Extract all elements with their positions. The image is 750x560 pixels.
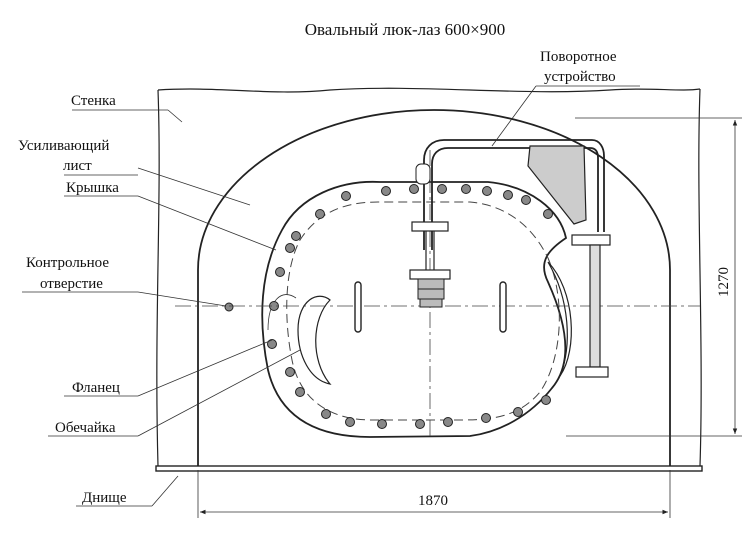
label-wall: Стенка: [71, 93, 116, 109]
flange-outline: [261, 180, 568, 438]
label-reinforcing-2: лист: [63, 158, 92, 174]
reinforcing-sheet: [197, 109, 671, 466]
label-cover: Крышка: [66, 180, 119, 196]
cover-handles: [354, 281, 507, 333]
height-dimension: [566, 117, 742, 437]
label-bottom: Днище: [82, 490, 127, 506]
label-control-2: отверстие: [40, 276, 103, 292]
bottom-plate: [155, 465, 703, 472]
label-rotary-1: Поворотное: [540, 49, 617, 65]
width-dimension: [197, 470, 671, 518]
label-shell: Обечайка: [55, 420, 116, 436]
control-hole: [224, 302, 234, 312]
rotary-device: [409, 139, 611, 378]
shell-cutout: [267, 261, 572, 385]
label-flange: Фланец: [72, 380, 120, 396]
label-control-1: Контрольное: [26, 255, 109, 271]
height-dim-value: 1270: [716, 267, 732, 297]
drawing-title: Овальный люк-лаз 600×900: [305, 20, 506, 39]
cover-dashed: [286, 201, 560, 421]
wall-outline: [156, 87, 702, 467]
width-dim-value: 1870: [418, 493, 448, 509]
label-rotary-2: устройство: [544, 69, 616, 85]
label-reinforcing-1: Усиливающий: [18, 138, 109, 154]
leader-lines: [22, 85, 640, 507]
